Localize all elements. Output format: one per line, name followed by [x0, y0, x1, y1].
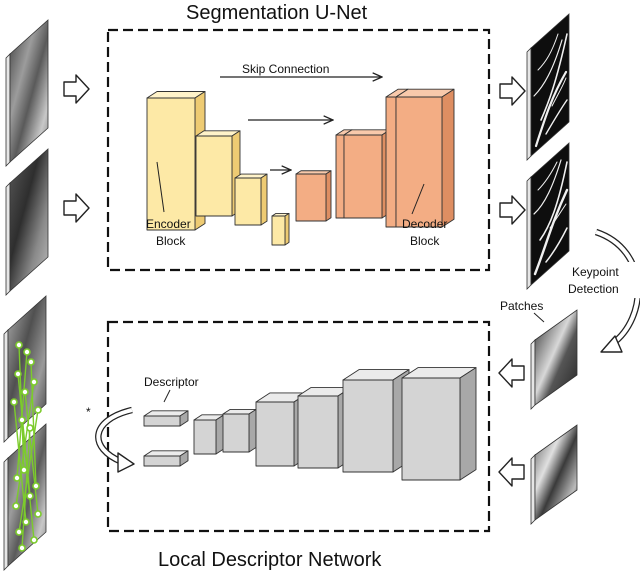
- encoder-block-3: [234, 173, 268, 226]
- encoder-block-4-side: [284, 212, 290, 246]
- patch-image-2: [530, 424, 578, 525]
- decoder-pointer: [411, 183, 425, 215]
- decoder-block-1-front: [295, 173, 327, 222]
- keypoint-label-line2: Detection: [568, 282, 619, 296]
- encoder-label-line2: Block: [156, 234, 186, 248]
- patch-image-1: [530, 309, 578, 410]
- decoder-label-line2: Block: [410, 234, 440, 248]
- descriptor-layer-1-front: [193, 419, 217, 455]
- encoder-block-3-side: [260, 173, 268, 226]
- keypoint-label-line1: Keypoint: [572, 265, 619, 279]
- decoder-block-2b: [343, 129, 391, 219]
- input-image-2: [5, 148, 49, 296]
- decoder-block-2a-front: [335, 134, 345, 219]
- encoder-block-1-front: [146, 97, 196, 231]
- decoder-block-1-top: [295, 170, 332, 175]
- descriptor-layer-6-front: [401, 377, 461, 481]
- segmented-output-1: [526, 13, 570, 161]
- encoder-block-2: [195, 130, 241, 217]
- decoder-block-1: [295, 170, 332, 222]
- output-arrow-1: [499, 76, 526, 106]
- input-arrow-1: [63, 74, 90, 104]
- keypoint-label-backdrop: [566, 262, 640, 298]
- patches-label: Patches: [500, 299, 543, 313]
- descriptor-layer-5-front: [342, 379, 394, 473]
- skip-connection-label: Skip Connection: [242, 62, 329, 76]
- unet-module-frame: [106, 28, 491, 272]
- descriptor-label: Descriptor: [144, 375, 199, 389]
- patch-arrow-1: [498, 358, 525, 388]
- decoder-block-2b-front: [343, 134, 383, 219]
- encoder-block-3-front: [234, 177, 262, 226]
- descriptor-layer-1: [193, 414, 225, 455]
- title-local-descriptor-network: Local Descriptor Network: [158, 549, 382, 571]
- decoder-label-line1: Decoder: [402, 217, 447, 231]
- output-arrow-2: [499, 195, 526, 225]
- descriptor-module-frame: [106, 320, 491, 533]
- encoder-label-line1: Encoder: [146, 217, 191, 231]
- encoder-block-4-front: [271, 215, 286, 246]
- segmented-output-2: [526, 142, 570, 290]
- descriptor-output-2: [143, 450, 189, 467]
- descriptor-layer-3-front: [255, 401, 295, 467]
- unet-blocks: [146, 88, 455, 246]
- title-segmentation-unet: Segmentation U-Net: [186, 2, 368, 24]
- descriptor-layer-6: [401, 367, 477, 481]
- keypoint-correspondences: [13, 344, 39, 549]
- descriptor-layer-2-front: [222, 413, 250, 453]
- input-arrow-2: [63, 193, 90, 223]
- descriptor-output-1: [143, 410, 189, 427]
- patches-pointer: [533, 312, 545, 323]
- descriptor-output-2-front: [143, 455, 181, 467]
- input-image-1: [5, 19, 49, 167]
- decoder-block-3b-side: [441, 88, 455, 228]
- decoder-block-3b-front: [395, 96, 443, 228]
- descriptor-layer-4-front: [297, 395, 339, 469]
- keypoint-markers: [10, 341, 42, 552]
- descriptor-pointer: [163, 389, 171, 403]
- descriptor-layer-2-side: [248, 409, 257, 453]
- descriptor-layer-5: [342, 369, 410, 473]
- patch-arrow-2: [498, 457, 525, 487]
- decoder-block-3b: [395, 88, 455, 228]
- decoder-block-1-side: [325, 170, 332, 222]
- encoder-pointer: [156, 161, 165, 213]
- descriptor-output-1-front: [143, 415, 181, 427]
- encoder-block-2-front: [195, 135, 233, 217]
- descriptor-comparison-arrow: [95, 406, 135, 473]
- encoder-block-4: [271, 212, 290, 246]
- descriptor-blocks: [143, 367, 477, 481]
- descriptor-layer-6-side: [459, 367, 477, 481]
- decoder-block-3a-front: [385, 96, 397, 228]
- comparison-asterisk: *: [86, 405, 91, 419]
- descriptor-layer-2: [222, 409, 257, 453]
